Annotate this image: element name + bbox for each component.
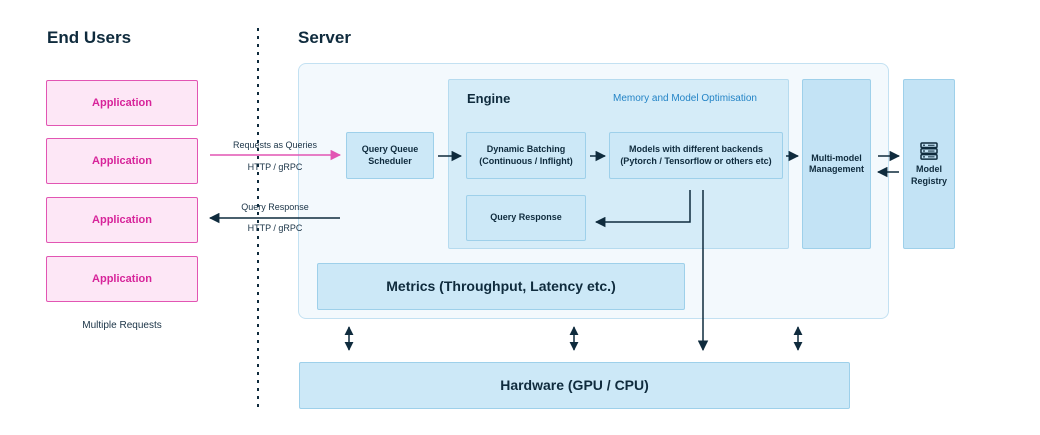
application-box-2[interactable]: Application [46,138,198,184]
metrics-box[interactable]: Metrics (Throughput, Latency etc.) [317,263,685,310]
dynamic-batching-box[interactable]: Dynamic Batching (Continuous / Inflight) [466,132,586,179]
server-heading: Server [298,28,351,47]
response-label: Query Response [241,202,309,212]
model-registry-label: Model Registry [910,164,947,186]
application-box-4[interactable]: Application [46,256,198,302]
response-protocol-label: HTTP / gRPC [247,223,303,233]
memory-optimisation-label: Memory and Model Optimisation [613,93,757,104]
hardware-box[interactable]: Hardware (GPU / CPU) [299,362,850,409]
server-rack-icon [920,142,938,161]
query-response-box[interactable]: Query Response [466,195,586,241]
models-backends-box[interactable]: Models with different backends (Pytorch … [609,132,783,179]
requests-protocol-label: HTTP / gRPC [247,162,303,172]
multi-model-management-box[interactable]: Multi-model Management [802,79,871,249]
multiple-requests-label: Multiple Requests [82,320,162,331]
query-queue-scheduler-box[interactable]: Query Queue Scheduler [346,132,434,179]
requests-as-queries-label: Requests as Queries [232,140,318,150]
application-box-3[interactable]: Application [46,197,198,243]
end-users-heading: End Users [47,28,132,47]
model-registry-box[interactable]: Model Registry [903,79,955,249]
application-box-1[interactable]: Application [46,80,198,126]
engine-title: Engine [467,91,511,106]
